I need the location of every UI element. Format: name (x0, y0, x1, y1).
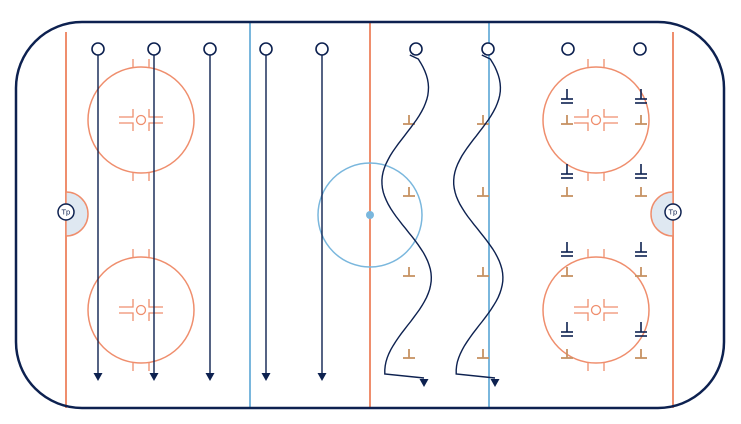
rink-boards (14, 20, 726, 410)
player-1 (561, 89, 573, 104)
player-4 (635, 164, 647, 179)
skater-group (91, 42, 647, 387)
skater-9 (453, 42, 504, 387)
faceoff-circle-4 (542, 249, 650, 371)
goal-right-marker (664, 203, 682, 221)
goal-left-label: Tp (61, 209, 71, 217)
cone-2 (403, 187, 415, 197)
faceoff-circle-2 (87, 249, 195, 371)
goal-crease-right (650, 191, 674, 237)
player-3 (561, 164, 573, 179)
skater-6 (561, 42, 575, 56)
cone-7 (477, 267, 489, 277)
cone-16 (635, 349, 647, 359)
goal-right-label: Tp (668, 209, 678, 217)
faceoff-circle-3 (542, 59, 650, 181)
cone-1 (403, 115, 415, 125)
skater-8 (381, 42, 433, 387)
skater-5 (315, 42, 329, 381)
skater-2 (147, 42, 161, 381)
cone-4 (403, 349, 415, 359)
cone-8 (477, 349, 489, 359)
cone-3 (403, 267, 415, 277)
cone-group (403, 115, 647, 359)
cone-10 (635, 115, 647, 125)
cone-9 (561, 115, 573, 125)
player-7 (561, 322, 573, 337)
rink-markings (65, 22, 674, 408)
player-6 (635, 242, 647, 257)
goal-right: Tp (664, 203, 682, 221)
cone-12 (635, 187, 647, 197)
cone-6 (477, 187, 489, 197)
player-2 (635, 89, 647, 104)
skater-7 (633, 42, 647, 56)
player-group (561, 89, 647, 337)
faceoff-circle-1 (87, 59, 195, 181)
center-circle (317, 162, 423, 268)
cone-13 (561, 267, 573, 277)
cone-15 (561, 349, 573, 359)
goal-left-marker (57, 203, 75, 221)
player-8 (635, 322, 647, 337)
skater-4 (259, 42, 273, 381)
center-faceoff-dot (366, 211, 374, 219)
player-5 (561, 242, 573, 257)
skater-1 (91, 42, 105, 381)
cone-5 (477, 115, 489, 125)
cone-11 (561, 187, 573, 197)
cone-14 (635, 267, 647, 277)
skater-3 (203, 42, 217, 381)
goal-crease-left (65, 191, 89, 237)
goal-left: Tp (57, 203, 75, 221)
